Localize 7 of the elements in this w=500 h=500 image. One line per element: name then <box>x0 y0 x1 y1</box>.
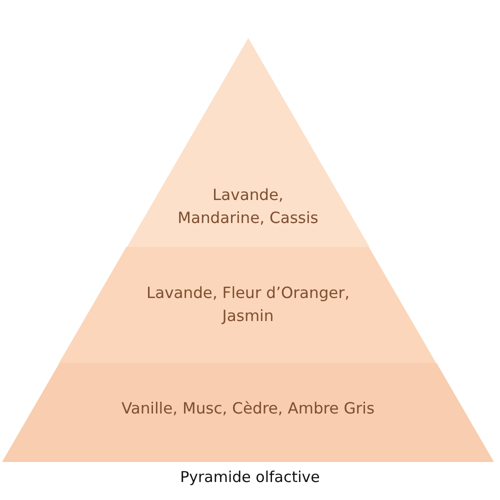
tier-label: Vanille, Musc, Cèdre, Ambre Gris <box>120 398 376 420</box>
pyramid-top-tier <box>126 38 370 247</box>
pyramid-middle-tier <box>59 247 437 363</box>
tier-label: Lavande, Mandarine, Cassis <box>176 185 319 229</box>
pyramid-base-tier <box>2 363 494 462</box>
caption: Pyramide olfactive <box>180 467 320 487</box>
tier-label: Lavande, Fleur d’Oranger, Jasmin <box>145 283 350 327</box>
